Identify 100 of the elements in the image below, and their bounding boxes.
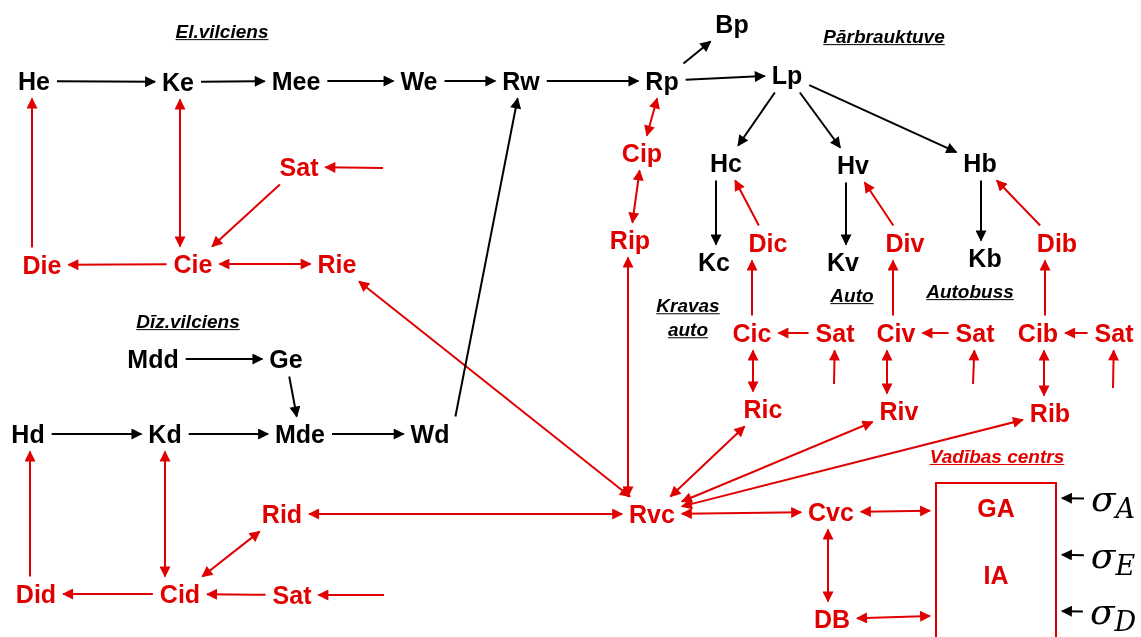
signal-label: σ$_{E}$	[1089, 538, 1137, 574]
arrow	[840, 181, 852, 246]
node-label: Cie	[172, 251, 214, 277]
node-label: Mee	[270, 68, 322, 94]
node-label: Hc	[709, 150, 743, 176]
arrow	[308, 508, 624, 520]
arrow	[201, 530, 261, 578]
arrow	[331, 428, 405, 440]
arrow	[734, 179, 760, 227]
node-label: Mde	[274, 421, 326, 447]
node-label: Bp	[714, 11, 750, 37]
node-label: Hd	[10, 421, 46, 447]
arrow	[1060, 492, 1085, 504]
arrow	[26, 97, 38, 249]
arrow	[808, 84, 958, 154]
arrow	[669, 425, 746, 498]
node-label: Dic	[747, 230, 789, 256]
arrow	[710, 179, 722, 246]
arrow	[206, 588, 267, 600]
node-label: Rib	[1028, 400, 1072, 426]
arrow	[881, 349, 893, 395]
arrow	[1060, 549, 1085, 561]
node-label: Rvc	[628, 501, 676, 527]
arrow	[737, 91, 776, 147]
arrow	[680, 417, 1024, 510]
node-label: Mdd	[126, 346, 180, 372]
arrow	[67, 259, 168, 271]
signal-label: σ$_{D}$	[1088, 594, 1138, 630]
arrow	[174, 98, 186, 248]
arrow	[855, 610, 932, 624]
arrow	[184, 353, 264, 365]
arrow	[1038, 349, 1050, 397]
node-label: Sat	[954, 320, 996, 346]
node-label: Wd	[409, 421, 451, 447]
node-label: Sat	[271, 582, 313, 608]
arrow	[680, 506, 803, 520]
group-heading: Vadības centrs	[928, 445, 1066, 469]
node-label: Dib	[1035, 230, 1079, 256]
arrow	[211, 183, 281, 248]
node-label: Hb	[962, 150, 998, 176]
arrow	[1064, 327, 1089, 339]
arrow	[887, 259, 899, 317]
section-title: El.vilciens	[174, 20, 270, 44]
node-label: Cid	[158, 581, 202, 607]
arrow	[324, 161, 384, 173]
section-title: Autobuss	[925, 280, 1015, 304]
node-label: Cic	[731, 320, 773, 346]
arrow	[200, 75, 266, 87]
node-label: Die	[21, 252, 63, 278]
node-label: Kb	[967, 245, 1003, 271]
node-label: He	[17, 68, 51, 94]
node-label: We	[399, 68, 439, 94]
node-label: Rp	[644, 68, 680, 94]
node-label: Sat	[278, 154, 320, 180]
node-label: Cib	[1016, 320, 1060, 346]
node-label: Rip	[608, 227, 652, 253]
arrow	[62, 588, 154, 600]
arrow	[187, 428, 270, 440]
node-label: Ric	[742, 396, 784, 422]
arrow	[358, 280, 631, 498]
node-label: GA	[977, 496, 1015, 521]
node-label: Div	[884, 230, 926, 256]
node-label: IA	[983, 563, 1009, 588]
arrow	[24, 450, 36, 578]
node-label: Hv	[836, 152, 870, 178]
arrow	[317, 589, 385, 601]
node-label: Ge	[268, 346, 304, 372]
arrow	[622, 256, 634, 498]
node-label: Sat	[1093, 320, 1135, 346]
arrow	[1039, 259, 1051, 317]
arrow	[545, 75, 640, 87]
arrow	[628, 169, 644, 224]
arrow	[680, 420, 874, 503]
arrow	[1108, 349, 1119, 389]
arrow	[777, 327, 810, 339]
arrow	[218, 258, 312, 270]
arrow	[859, 505, 932, 517]
arrow	[56, 76, 157, 88]
arrow	[684, 71, 766, 83]
section-title: Dīz.vilciens	[135, 310, 241, 334]
arrow	[798, 91, 842, 149]
section-title: Kravas auto	[655, 294, 721, 342]
arrow	[995, 179, 1042, 227]
node-label: Rid	[260, 501, 304, 527]
node-label: Sat	[814, 320, 856, 346]
node-label: Riv	[878, 398, 920, 424]
arrow	[863, 181, 895, 227]
arrow	[746, 259, 758, 317]
arrow	[921, 327, 950, 339]
section-title: Pārbrauktuve	[822, 25, 946, 49]
signal-label: σ$_{A}$	[1089, 481, 1137, 517]
section-title: Auto	[829, 284, 875, 308]
arrow	[822, 528, 834, 603]
node-label: DB	[812, 606, 852, 632]
arrow	[454, 97, 522, 418]
node-label: Cvc	[807, 499, 855, 525]
node-label: Kc	[697, 249, 731, 275]
node-label: Cip	[620, 140, 664, 166]
arrow	[644, 97, 660, 137]
arrow	[159, 450, 171, 578]
